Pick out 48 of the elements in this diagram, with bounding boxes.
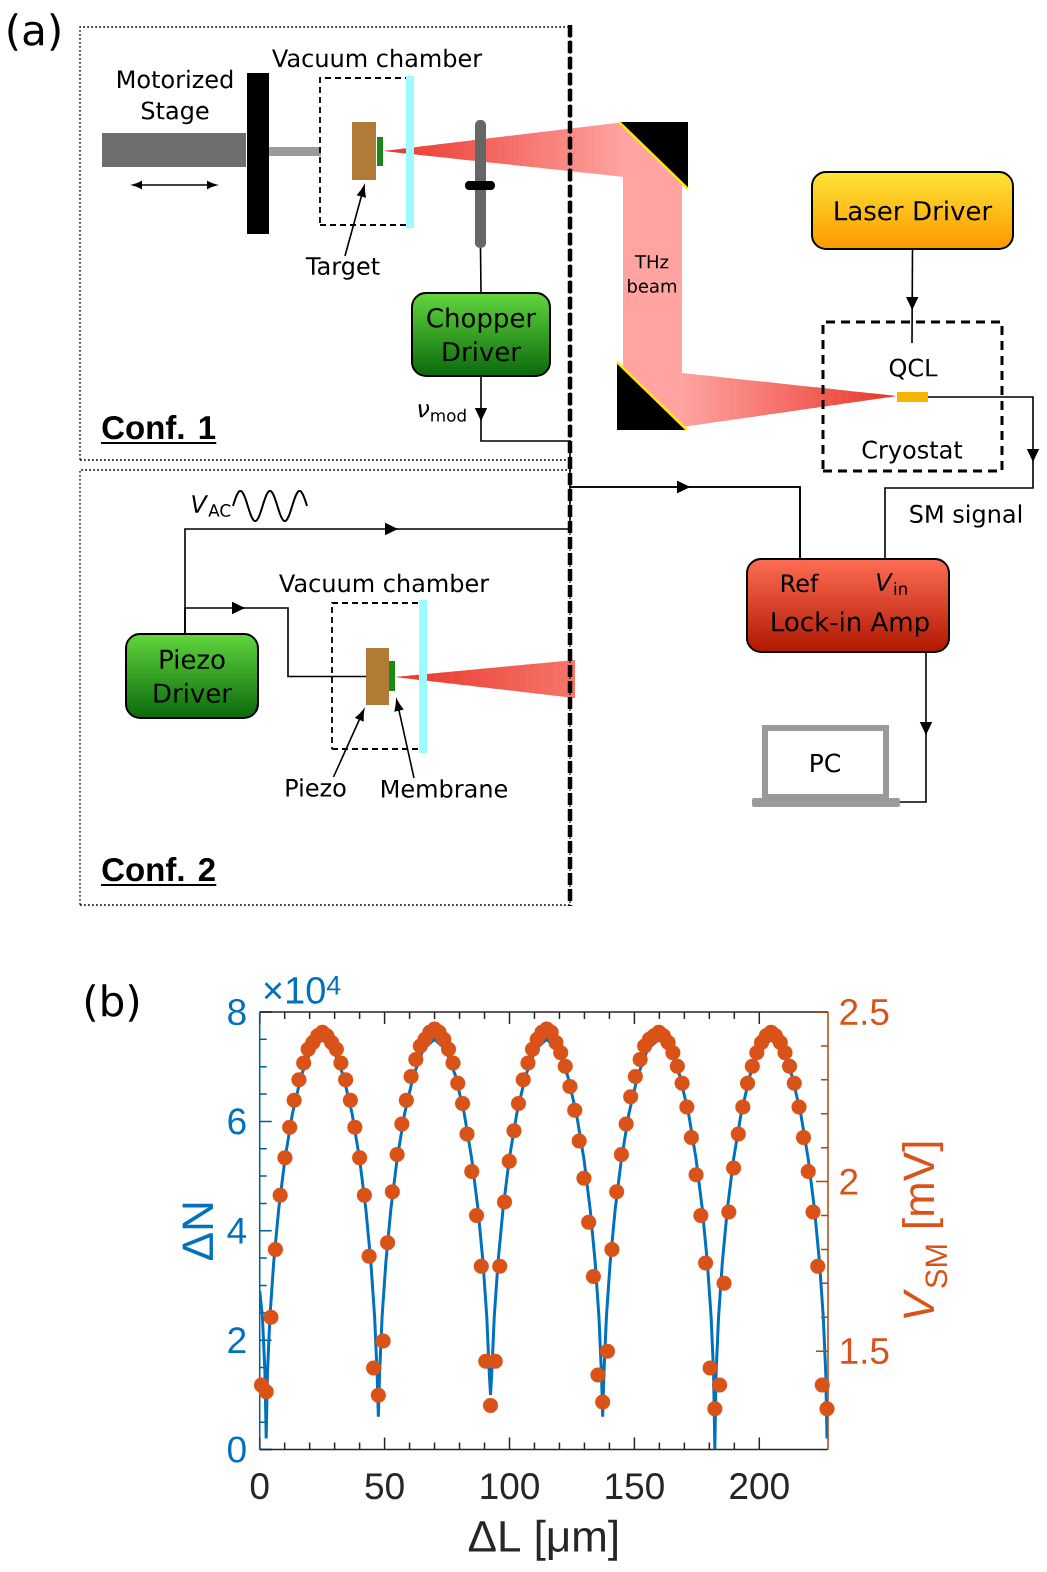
beam-label: THz beam <box>628 255 676 293</box>
x-tick-label: 50 <box>365 1473 404 1500</box>
y-tick-label: 8 <box>228 998 246 1026</box>
amplifier-box: Ref V$_{in}$ Lock-in Amp <box>746 558 950 653</box>
y-tick-label: 2 <box>228 1327 246 1354</box>
y-tick-label: 6 <box>228 1108 246 1135</box>
node-label: QCL <box>889 358 938 380</box>
driver-box: Chopper Driver <box>411 292 551 377</box>
x-tick-label: 200 <box>730 1473 789 1500</box>
y-tick-label: 0 <box>228 1436 246 1463</box>
leader-line <box>344 185 366 257</box>
stage-label: Motorized Stage <box>118 69 233 125</box>
y-tick-label: 4 <box>227 1218 247 1244</box>
membrane <box>389 661 395 691</box>
edge-label: SM signal <box>907 502 1025 530</box>
callout-label: Target <box>305 257 380 280</box>
edge-label: ν$_{mod}$ <box>414 402 470 424</box>
optical-chopper <box>465 120 495 248</box>
signal-line <box>184 601 367 678</box>
leader-line <box>332 709 365 778</box>
y-tick-label: 1.5 <box>841 1338 889 1365</box>
x-tick-label: 0 <box>250 1473 269 1500</box>
axis-multiplier: ×10$^{4}$ <box>264 976 341 1004</box>
y-tick-label: 2.5 <box>840 998 889 1026</box>
node-label: Vacuum chamber <box>279 573 490 593</box>
signal-line <box>884 396 1040 560</box>
signal-line <box>906 248 919 344</box>
driver-box: Laser Driver <box>811 171 1014 250</box>
connector-line <box>479 247 482 294</box>
x-axis-title: ΔL [μm] <box>468 1519 617 1561</box>
x-tick-label: 150 <box>606 1473 664 1500</box>
leader-line <box>394 699 415 779</box>
panel-label: (b) <box>85 984 139 1022</box>
panel-label: (a) <box>8 13 60 51</box>
signal-line <box>899 651 933 803</box>
y-tick-label: 2 <box>840 1168 858 1195</box>
laser-chip: QCL <box>889 358 938 402</box>
callout-label: Piezo <box>286 778 346 797</box>
edge-label: V$_{AC}$ <box>188 493 234 519</box>
target-block <box>352 122 376 180</box>
y-axis-title: V$_{SM}$ [mV] <box>902 1142 948 1319</box>
driver-box: Piezo Driver <box>125 633 259 719</box>
x-tick-label: 100 <box>481 1473 539 1500</box>
laptop: PC <box>752 725 900 807</box>
piezo-block <box>366 648 389 705</box>
callout-label: Membrane <box>382 779 508 798</box>
y-axis-title: ΔN <box>182 1203 213 1261</box>
node-label: Vacuum chamber <box>272 48 483 68</box>
